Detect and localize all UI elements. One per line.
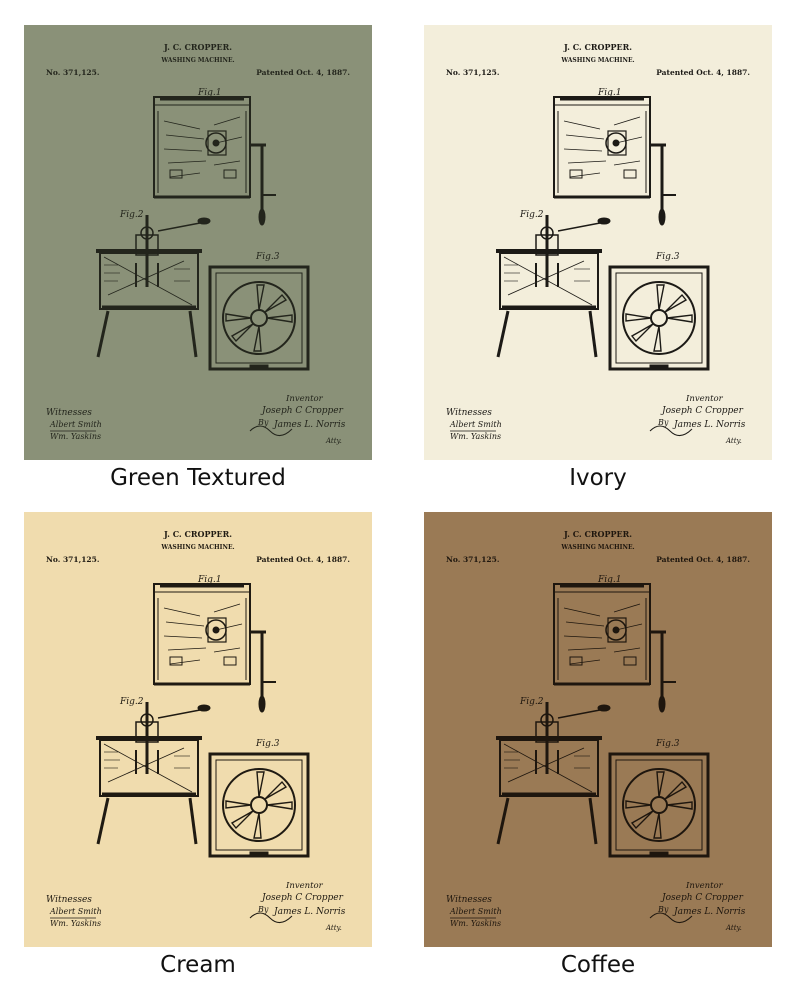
witnesses-label: Witnesses [446,895,492,905]
attorney-abbreviation: Atty. [725,924,742,932]
patent-number: No. 371,125. [446,68,499,77]
patent-date: Patented Oct. 4, 1887. [256,555,350,564]
patent-drawing: J. C. CROPPER. WASHING MACHINE. No. 371,… [424,512,772,947]
witness-signature: Albert Smith [49,420,102,429]
by-label: By [257,418,269,427]
patent-poster-ivory: J. C. CROPPER. WASHING MACHINE. No. 371,… [424,25,772,460]
fig-1-label: Fig.1 [597,575,621,585]
inventor-label: Inventor [285,394,324,404]
attorney-abbreviation: Atty. [325,437,342,445]
by-label: By [257,905,269,914]
fig-1-drawing: Fig.1 [553,575,676,713]
patentee-name: J. C. CROPPER. [163,529,232,539]
variant-label: Coffee [560,952,636,978]
witnesses-label: Witnesses [46,408,92,418]
witness-signature: Wm. Yaskins [450,432,501,441]
fig-3-label: Fig.3 [655,739,680,749]
inventor-signature: Joseph C Cropper [260,893,344,903]
fig-2-label: Fig.2 [119,210,144,220]
patent-title: WASHING MACHINE. [560,544,634,551]
fig-3-drawing: Fig.3 [208,252,310,371]
fig-3-drawing: Fig.3 [608,739,710,858]
patent-date: Patented Oct. 4, 1887. [656,68,750,77]
fig-1-drawing: Fig.1 [153,88,276,226]
fig-3-label: Fig.3 [255,252,280,262]
fig-2-drawing: Fig.2 [496,210,611,358]
fig-2-label: Fig.2 [519,697,544,707]
fig-2-drawing: Fig.2 [96,210,211,358]
patent-poster-cream: J. C. CROPPER. WASHING MACHINE. No. 371,… [24,512,372,947]
variant-label: Cream [160,952,236,978]
patent-poster-green: J. C. CROPPER. WASHING MACHINE. No. 371,… [24,25,372,460]
attorney-signature: James L. Norris [672,907,746,917]
by-label: By [657,905,669,914]
inventor-label: Inventor [285,881,324,891]
patent-poster-coffee: J. C. CROPPER. WASHING MACHINE. No. 371,… [424,512,772,947]
attorney-signature: James L. Norris [272,420,346,430]
patent-title: WASHING MACHINE. [160,544,234,551]
fig-1-label: Fig.1 [597,88,621,98]
patent-drawing: J. C. CROPPER. WASHING MACHINE. No. 371,… [24,25,372,460]
patent-drawing: J. C. CROPPER. WASHING MACHINE. No. 371,… [24,512,372,947]
witness-signature: Wm. Yaskins [50,432,101,441]
witnesses-label: Witnesses [46,895,92,905]
fig-2-label: Fig.2 [519,210,544,220]
fig-1-label: Fig.1 [197,88,221,98]
fig-1-drawing: Fig.1 [553,88,676,226]
witnesses-label: Witnesses [446,408,492,418]
fig-3-drawing: Fig.3 [608,252,710,371]
patent-number: No. 371,125. [46,68,99,77]
inventor-signature: Joseph C Cropper [260,406,344,416]
witness-signature: Albert Smith [49,907,102,916]
witness-signature: Albert Smith [449,907,502,916]
witness-signature: Wm. Yaskins [50,919,101,928]
fig-2-label: Fig.2 [119,697,144,707]
fig-1-drawing: Fig.1 [153,575,276,713]
fig-3-drawing: Fig.3 [208,739,310,858]
patentee-name: J. C. CROPPER. [563,529,632,539]
fig-3-label: Fig.3 [255,739,280,749]
by-label: By [657,418,669,427]
fig-2-drawing: Fig.2 [496,697,611,845]
attorney-abbreviation: Atty. [725,437,742,445]
patentee-name: J. C. CROPPER. [563,42,632,52]
inventor-signature: Joseph C Cropper [660,406,744,416]
patent-number: No. 371,125. [446,555,499,564]
inventor-label: Inventor [685,881,724,891]
witness-signature: Wm. Yaskins [450,919,501,928]
inventor-signature: Joseph C Cropper [660,893,744,903]
attorney-signature: James L. Norris [272,907,346,917]
patent-title: WASHING MACHINE. [160,57,234,64]
attorney-abbreviation: Atty. [325,924,342,932]
patent-title: WASHING MACHINE. [560,57,634,64]
fig-3-label: Fig.3 [655,252,680,262]
variant-label: Green Textured [110,465,286,491]
attorney-signature: James L. Norris [672,420,746,430]
inventor-label: Inventor [685,394,724,404]
witness-signature: Albert Smith [449,420,502,429]
fig-2-drawing: Fig.2 [96,697,211,845]
patent-drawing: J. C. CROPPER. WASHING MACHINE. No. 371,… [424,25,772,460]
patent-date: Patented Oct. 4, 1887. [256,68,350,77]
fig-1-label: Fig.1 [197,575,221,585]
variant-label: Ivory [569,465,627,491]
patent-date: Patented Oct. 4, 1887. [656,555,750,564]
patent-number: No. 371,125. [46,555,99,564]
patentee-name: J. C. CROPPER. [163,42,232,52]
